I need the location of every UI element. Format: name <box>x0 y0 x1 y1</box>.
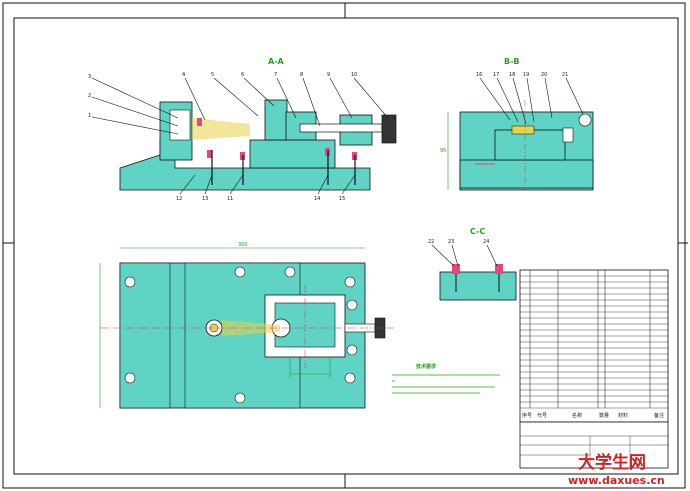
inner-frame <box>13 17 679 475</box>
cc-body <box>439 271 517 301</box>
parts-list-frame <box>519 269 669 423</box>
cc-balloon-22: 22 <box>428 239 434 245</box>
aa-balloon-12: 12 <box>176 196 182 202</box>
bb-leaders <box>479 77 584 125</box>
title-block: 序号 代号 名称 数量 材料 备注 <box>519 269 669 469</box>
view-cc-title: C-C <box>470 227 485 236</box>
bb-workpiece <box>511 125 535 135</box>
header-seq: 序号 <box>522 412 532 419</box>
watermark: 大学生网 www.daxues.cn <box>568 452 665 487</box>
notes-lines <box>392 374 500 394</box>
aa-balloon-8: 8 <box>300 72 303 78</box>
watermark-cn: 大学生网 <box>578 452 646 473</box>
view-aa: A-A <box>91 57 397 195</box>
aa-balloon-2: 2 <box>88 93 91 99</box>
parts-list-rows <box>520 275 668 409</box>
aa-jaw-slot <box>169 109 191 141</box>
aa-balloon-3: 3 <box>88 74 91 80</box>
aa-balloon-11: 11 <box>227 196 233 202</box>
cc-leaders <box>431 244 498 267</box>
bb-slide <box>494 129 566 161</box>
aa-balloon-10: 10 <box>351 72 357 78</box>
aa-balloon-6: 6 <box>241 72 244 78</box>
bb-balloon-20: 20 <box>541 72 547 78</box>
plan-bolt-holes <box>124 266 358 404</box>
cc-balloon-24: 24 <box>483 239 489 245</box>
aa-leaders <box>91 77 389 195</box>
aa-workpiece <box>192 118 250 140</box>
aa-handwheel <box>381 114 397 144</box>
bb-base <box>459 159 594 189</box>
cc-screw-1 <box>452 264 460 274</box>
aa-balloon-9: 9 <box>327 72 330 78</box>
aa-screw-rod <box>299 123 383 133</box>
view-cc: C-C <box>431 227 517 301</box>
view-plan: 300 <box>99 242 395 409</box>
header-qty: 数量 <box>599 412 609 419</box>
bb-balloon-16: 16 <box>476 72 482 78</box>
aa-balloon-7: 7 <box>274 72 277 78</box>
header-code: 代号 <box>537 412 547 419</box>
plan-left-end <box>119 262 171 409</box>
aa-hidden-2 <box>207 150 212 158</box>
technical-notes: 技术要求 <box>392 363 500 394</box>
header-name: 名称 <box>572 412 582 419</box>
bb-pin <box>578 113 592 127</box>
bb-dim-height: 95 <box>440 148 446 154</box>
bb-balloon-21: 21 <box>562 72 568 78</box>
cc-balloon-23: 23 <box>448 239 454 245</box>
bb-side-block <box>562 127 574 143</box>
aa-balloon-14: 14 <box>314 196 320 202</box>
aa-balloon-1: 1 <box>88 113 91 119</box>
aa-balloon-5: 5 <box>211 72 214 78</box>
watermark-url: www.daxues.cn <box>568 474 665 487</box>
aa-balloon-13: 13 <box>202 196 208 202</box>
header-material: 材料 <box>618 412 628 419</box>
aa-balloon-15: 15 <box>339 196 345 202</box>
aa-movable-jaw <box>264 99 288 141</box>
header-remark: 备注 <box>654 412 664 419</box>
view-aa-title: A-A <box>268 57 285 66</box>
bb-balloon-17: 17 <box>493 72 499 78</box>
aa-hidden-1 <box>197 118 202 126</box>
cc-screw-2 <box>495 264 503 274</box>
plan-dim-width: 300 <box>238 242 248 248</box>
bb-balloon-18: 18 <box>509 72 515 78</box>
aa-balloon-4: 4 <box>182 72 185 78</box>
bb-balloon-19: 19 <box>523 72 529 78</box>
notes-title: 技术要求 <box>416 363 437 370</box>
view-bb: B-B 95 <box>440 57 594 191</box>
view-bb-title: B-B <box>504 57 520 66</box>
aa-middle-body <box>249 139 336 169</box>
